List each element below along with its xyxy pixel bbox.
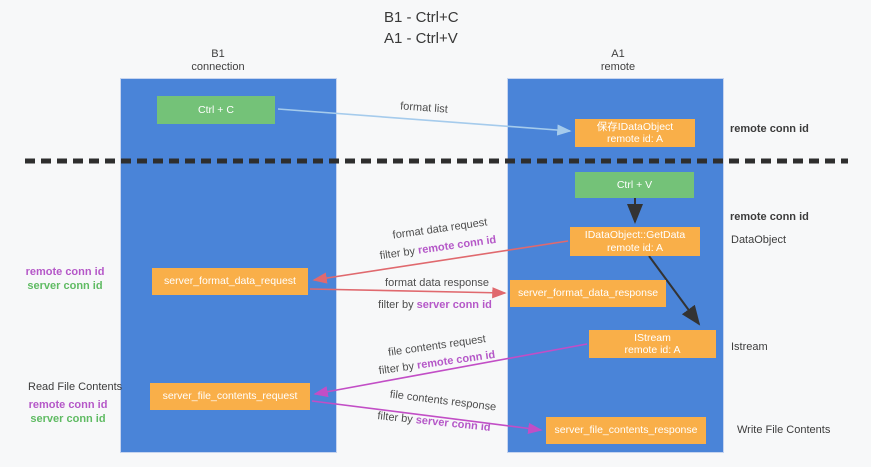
istream-line2: remote id: A (624, 344, 681, 356)
server-conn-id-text: server conn id (416, 299, 492, 311)
left1-remote-conn-id-label: remote conn id (25, 266, 105, 278)
format-data-response-arrow (309, 287, 507, 299)
left-column-header: B1 connection (163, 48, 273, 74)
left1-server-conn-id-label: server conn id (27, 280, 103, 292)
server-file-contents-request-label: server_file_contents_request (162, 390, 298, 403)
format-list-label: format list (399, 100, 449, 116)
filter-by-text: filter by (378, 299, 417, 311)
left-column-role: connection (191, 61, 245, 73)
server-file-contents-request-node: server_file_contents_request (150, 383, 310, 410)
server-format-data-request-node: server_format_data_request (152, 268, 308, 295)
ctrl-c-label: Ctrl + C (198, 103, 234, 116)
right-top-remote-conn-id-label: remote conn id (730, 123, 809, 135)
save-dataobject-line2: remote id: A (606, 133, 664, 145)
file-contents-response-label: file contents response (389, 388, 497, 414)
filter-by-text: filter by (379, 244, 419, 263)
ctrl-c-node: Ctrl + C (157, 96, 275, 124)
file-contents-response-filter-label: filter by server conn id (377, 410, 491, 434)
title-line-1: B1 - Ctrl+C (384, 9, 459, 26)
filter-by-text: filter by (378, 359, 418, 378)
left-conn-id-group-2: remote conn id server conn id (23, 398, 113, 426)
server-file-contents-response-node: server_file_contents_response (546, 417, 706, 444)
istream-side-label: Istream (731, 341, 768, 353)
right-column-role: remote (600, 61, 636, 73)
server-format-data-request-label: server_format_data_request (164, 275, 296, 288)
server-format-data-response-label: server_format_data_response (517, 287, 659, 300)
ctrl-v-label: Ctrl + V (616, 178, 653, 191)
istream-line1: IStream (634, 331, 671, 344)
diagram-title: B1 - Ctrl+C A1 - Ctrl+V (384, 7, 459, 49)
remote-conn-id-text: remote conn id (417, 233, 497, 257)
left-column-name: B1 (211, 48, 225, 60)
right-mid-remote-conn-id-label: remote conn id (730, 211, 809, 223)
filter-by-text: filter by (376, 410, 417, 427)
format-data-response-label: format data response (385, 277, 489, 289)
server-conn-id-text: server conn id (415, 414, 492, 434)
server-file-contents-response-label: server_file_contents_response (554, 424, 698, 437)
left2-server-conn-id-label: server conn id (30, 413, 106, 425)
save-dataobject-line1: 保存IDataObject (596, 120, 674, 133)
getdata-line1: IDataObject::GetData (584, 229, 686, 241)
dataobject-label: DataObject (731, 234, 787, 246)
getdata-node: IDataObject::GetData remote id: A (570, 227, 700, 256)
save-dataobject-node: 保存IDataObject remote id: A (575, 119, 695, 147)
format-data-response-filter-label: filter by server conn id (378, 299, 492, 311)
ctrl-v-node: Ctrl + V (575, 172, 694, 198)
istream-node: IStream remote id: A (589, 330, 716, 358)
getdata-line2: remote id: A (606, 241, 664, 254)
read-file-contents-label: Read File Contents (28, 381, 123, 393)
right-column-name: A1 (611, 48, 625, 60)
right-column-header: A1 remote (563, 48, 673, 74)
left2-remote-conn-id-label: remote conn id (28, 399, 108, 411)
left-conn-id-group: remote conn id server conn id (20, 265, 110, 293)
title-line-2: A1 - Ctrl+V (384, 30, 458, 47)
write-file-contents-label: Write File Contents (737, 424, 831, 436)
server-format-data-response-node: server_format_data_response (510, 280, 666, 307)
